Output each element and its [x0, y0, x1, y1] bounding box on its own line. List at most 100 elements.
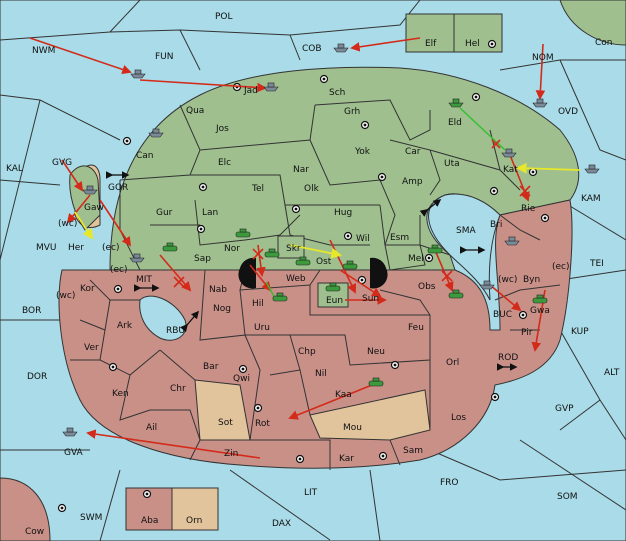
label-fun: FUN [155, 52, 174, 62]
label-sch: Sch [329, 88, 345, 98]
army-unit[interactable] [342, 260, 358, 270]
label-nar: Nar [293, 165, 309, 175]
label-neu: Neu [367, 347, 385, 357]
bridge-west [238, 257, 256, 289]
fleet-unit[interactable] [504, 236, 520, 246]
label-mou: Mou [343, 423, 362, 433]
label-rie: Rie [521, 204, 536, 214]
label-kal: KAL [6, 164, 23, 174]
label-bor: BOR [22, 306, 41, 316]
label-ec3: (ec) [552, 262, 570, 272]
label-dor: DOR [27, 372, 47, 382]
army-unit[interactable] [448, 289, 464, 299]
support-orders [74, 162, 581, 259]
label-uta: Uta [444, 159, 460, 169]
label-rot: Rot [255, 419, 270, 429]
label-nog: Nog [213, 304, 231, 314]
units-layer [62, 43, 600, 437]
fleet-unit[interactable] [584, 164, 600, 174]
label-nab: Nab [209, 285, 227, 295]
label-feu: Feu [408, 323, 424, 333]
label-tel: Tel [251, 184, 264, 194]
label-rod: ROD [498, 353, 518, 363]
label-sun: Sun [362, 294, 379, 304]
label-lit: LIT [304, 488, 318, 498]
label-rbu: RBU [166, 326, 185, 336]
army-unit[interactable] [264, 248, 280, 258]
label-kat: Kat [503, 165, 518, 175]
label-gvg: GVG [52, 158, 72, 168]
fleet-unit[interactable] [62, 427, 78, 437]
label-jos: Jos [215, 124, 229, 134]
fleet-unit[interactable] [130, 69, 146, 79]
label-mit: MIT [136, 275, 152, 285]
label-swm: SWM [80, 513, 102, 523]
fleet-unit[interactable] [82, 185, 98, 195]
label-ost: Ost [316, 257, 332, 267]
fleet-unit[interactable] [501, 148, 517, 158]
label-obs: Obs [418, 282, 436, 292]
label-web: Web [286, 274, 306, 284]
fleet-unit[interactable] [532, 98, 548, 108]
label-tei: TEI [589, 259, 604, 269]
region-mou [309, 389, 431, 441]
army-unit[interactable] [427, 244, 443, 254]
label-wc2: (wc) [498, 275, 517, 285]
province-borders [62, 99, 561, 470]
label-eun: Eun [326, 296, 343, 306]
fleet-unit[interactable] [263, 82, 279, 92]
label-car: Car [405, 147, 421, 157]
label-amp: Amp [402, 177, 423, 187]
label-gor: GOR [108, 183, 128, 193]
label-elf: Elf [425, 39, 437, 49]
label-ver: Ver [84, 343, 99, 353]
label-nwm: NWM [32, 46, 55, 56]
label-kam: KAM [581, 194, 601, 204]
label-fro: FRO [440, 478, 459, 488]
label-wc3: (wc) [56, 291, 75, 301]
label-con: Con [595, 38, 613, 48]
label-los: Los [451, 413, 466, 423]
label-gva: GVA [64, 448, 84, 458]
fleet-unit[interactable] [333, 43, 349, 53]
label-sot: Sot [218, 418, 233, 428]
failed-order-marks [173, 139, 531, 288]
label-hil: Hil [252, 299, 264, 309]
label-her: Her [68, 243, 84, 253]
army-unit[interactable] [272, 292, 288, 302]
label-hel: Hel [465, 39, 480, 49]
label-eld: Eld [448, 118, 462, 128]
label-nil: Nil [315, 369, 327, 379]
label-bri: Bri [490, 220, 502, 230]
label-esm: Esm [390, 233, 409, 243]
army-unit[interactable] [532, 294, 548, 304]
army-unit[interactable] [368, 377, 384, 387]
army-unit[interactable] [162, 242, 178, 252]
fleet-unit[interactable] [129, 253, 145, 263]
label-alt: ALT [604, 368, 620, 378]
label-orl: Orl [446, 358, 459, 368]
label-ec1: (ec) [102, 243, 120, 253]
label-sam: Sam [403, 446, 423, 456]
label-kor: Kor [80, 284, 95, 294]
fleet-unit[interactable] [148, 128, 164, 138]
region-orn [171, 487, 219, 531]
label-orn: Orn [186, 516, 202, 526]
label-wc1: (wc) [58, 219, 77, 229]
label-gur: Gur [156, 208, 173, 218]
label-jad: Jad [243, 86, 258, 96]
label-sap: Sap [194, 254, 211, 264]
army-unit[interactable] [325, 282, 341, 292]
label-ark: Ark [117, 321, 133, 331]
label-som: SOM [557, 492, 578, 502]
label-lan: Lan [202, 208, 218, 218]
label-dax: DAX [272, 519, 291, 529]
label-sma: SMA [456, 226, 476, 236]
army-unit[interactable] [235, 228, 251, 238]
direction-arrows [105, 171, 518, 371]
army-unit[interactable] [295, 256, 311, 266]
fleet-unit[interactable] [448, 98, 464, 108]
label-gaw: Gaw [84, 203, 104, 213]
fleet-unit[interactable] [479, 280, 495, 290]
